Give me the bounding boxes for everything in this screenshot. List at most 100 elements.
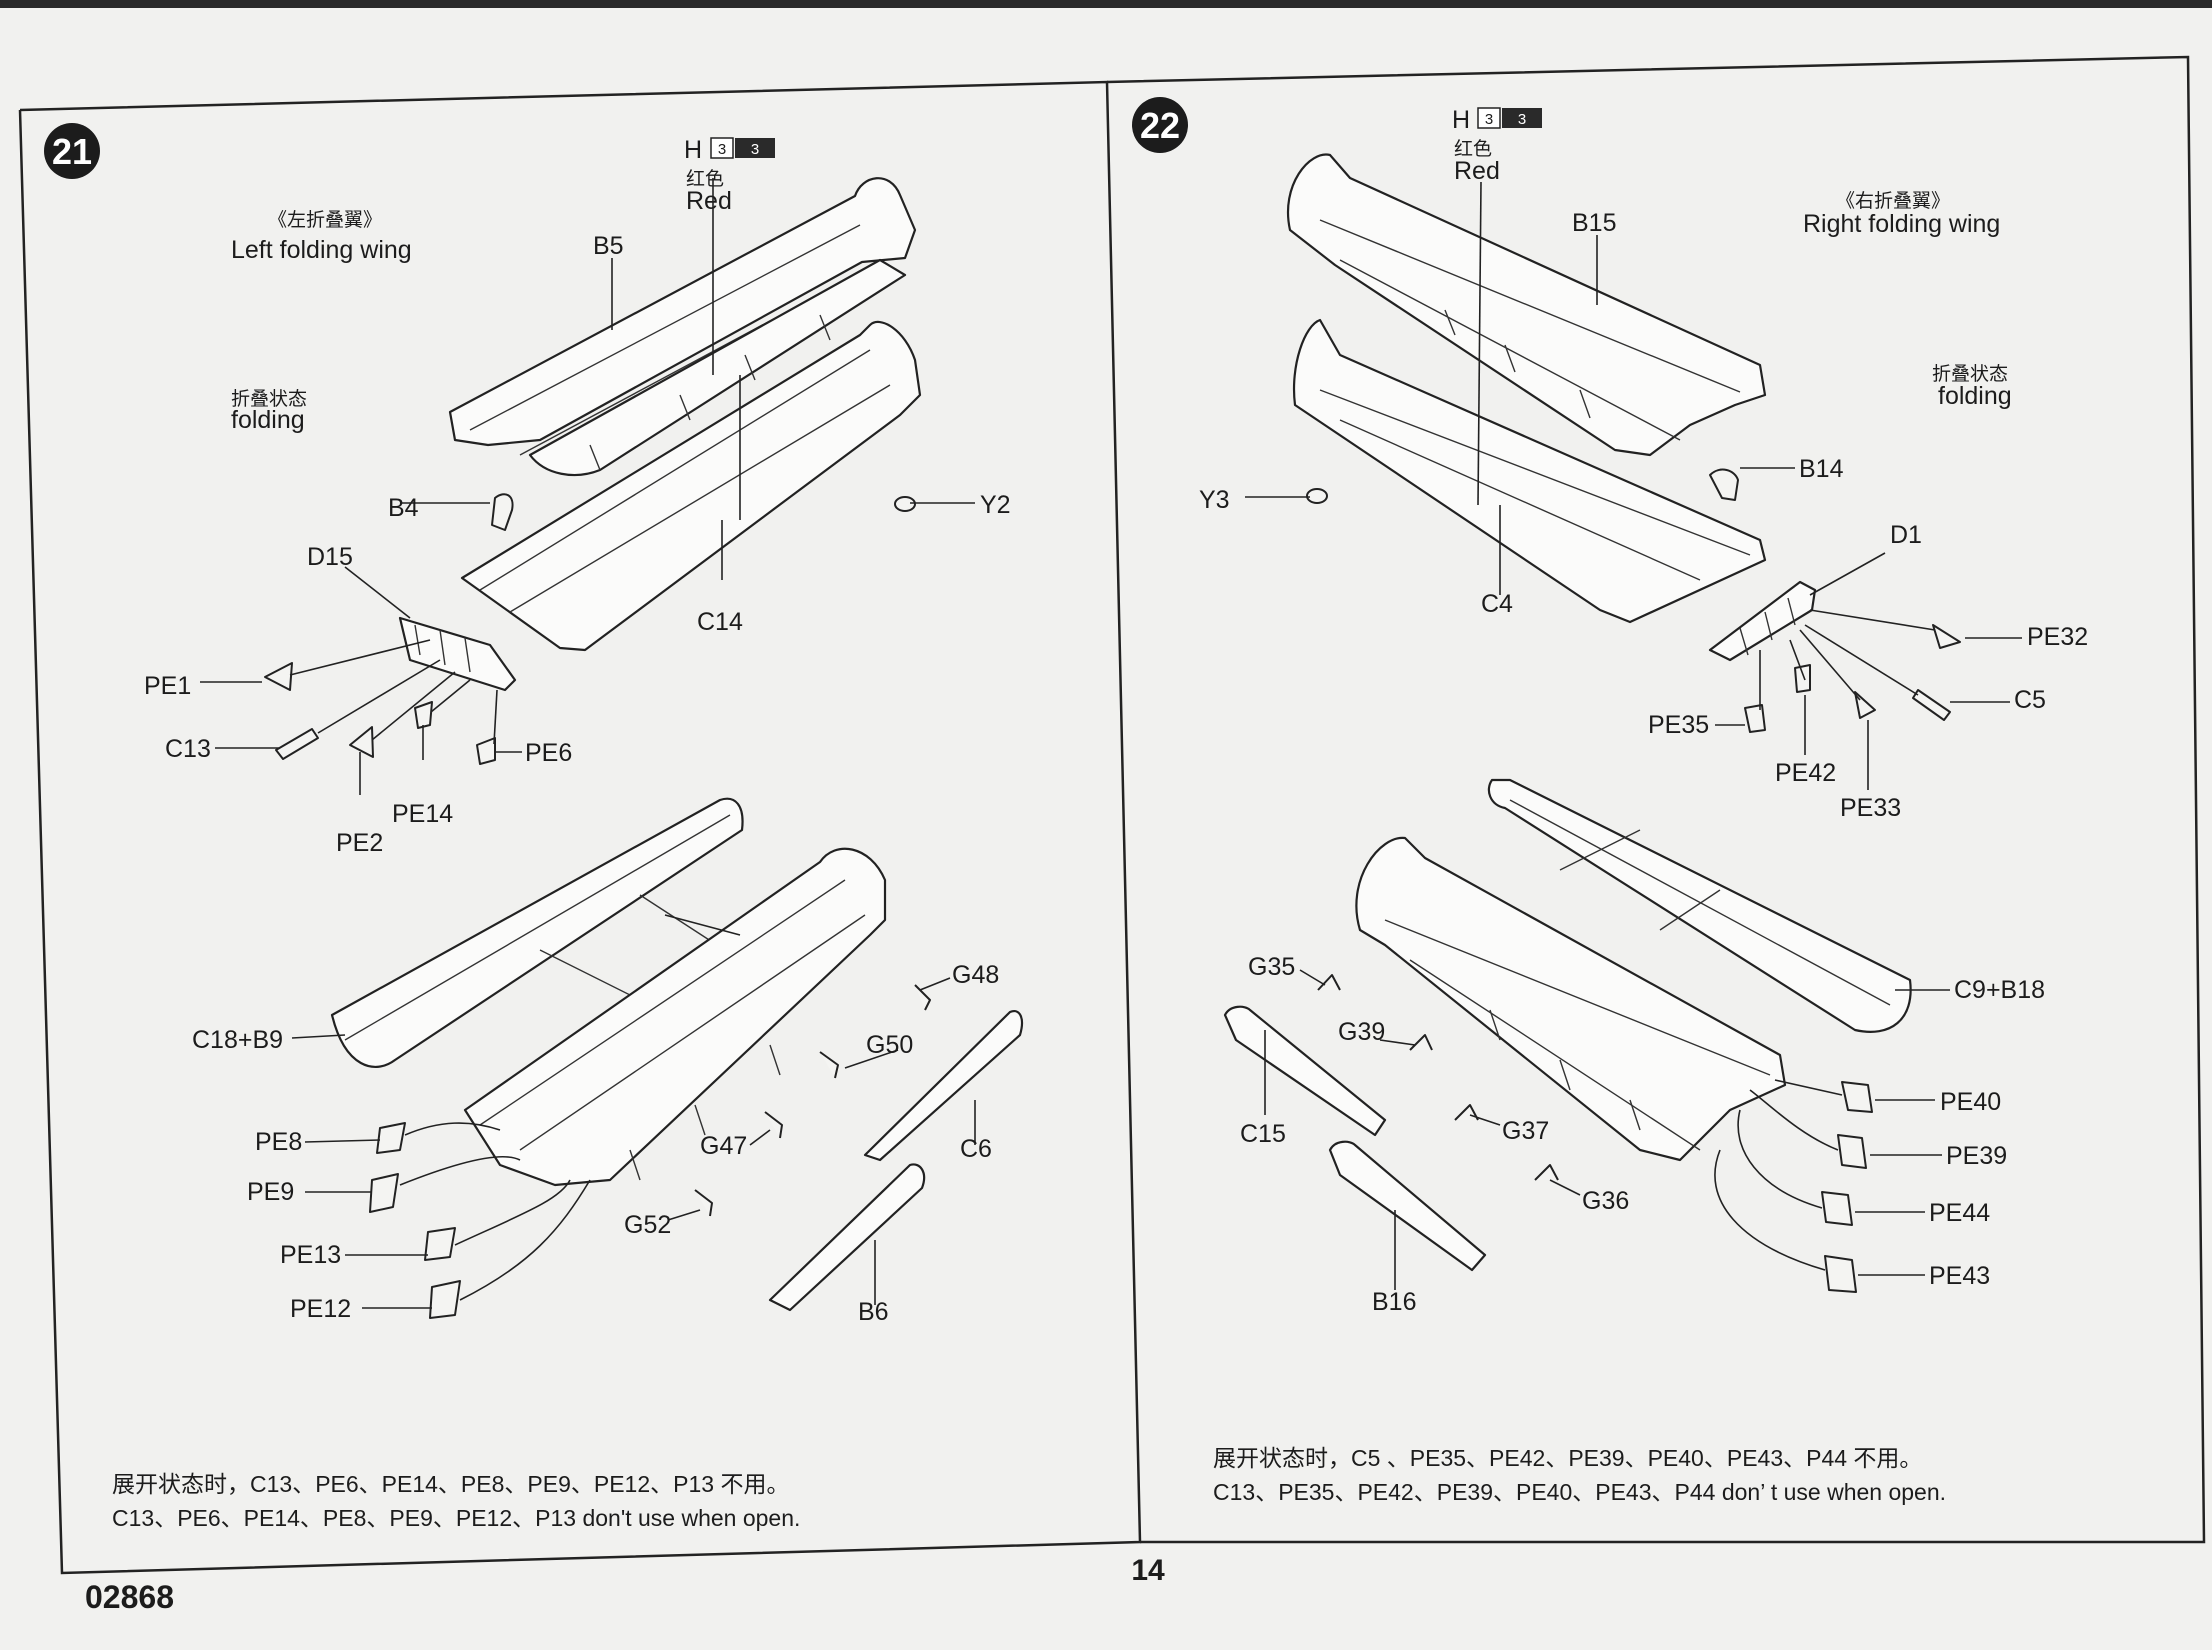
pe14-part — [414, 701, 433, 729]
leaders-lower-21 — [291, 914, 976, 1309]
part-label-pe8: PE8 — [255, 1128, 302, 1156]
pe8-part — [376, 1122, 406, 1154]
main-wing-lower-part — [463, 847, 887, 1187]
part-label-g47: G47 — [700, 1132, 747, 1160]
part-label-y2: Y2 — [980, 491, 1011, 519]
wingtip-insert-part-22 — [1708, 580, 1817, 662]
part-label-pe40: PE40 — [1940, 1088, 2001, 1116]
part-label-b16: B16 — [1372, 1288, 1416, 1316]
step-22-note-zh: 展开状态时，C5 、PE35、PE42、PE39、PE40、PE43、P44 不… — [1213, 1445, 1922, 1471]
pe6-part — [476, 737, 496, 765]
pe9-part — [369, 1173, 399, 1213]
part-label-g36: G36 — [1582, 1187, 1629, 1215]
part-label-c5: C5 — [2014, 686, 2046, 714]
part-label-b15: B15 — [1572, 209, 1616, 237]
step-21-note-en: C13、PE6、PE14、PE8、PE9、PE12、P13 don't use … — [112, 1505, 800, 1531]
wing-upper-part-22 — [1287, 153, 1767, 457]
part-label-y3: Y3 — [1199, 486, 1230, 514]
wingtip-insert-part — [398, 616, 517, 692]
y2-part — [894, 496, 916, 512]
part-label-c9-b18: C9+B18 — [1954, 976, 2045, 1004]
flap-b16-part — [1328, 1140, 1487, 1272]
part-label-pe35: PE35 — [1648, 711, 1709, 739]
part-label-c4: C4 — [1481, 590, 1513, 618]
paint-chip-light-22 — [1477, 107, 1501, 129]
wing-lower-part — [460, 320, 922, 652]
pe12-part — [429, 1280, 461, 1319]
pe13-part — [424, 1227, 456, 1261]
part-label-c18-b9: C18+B9 — [192, 1026, 283, 1054]
part-label-pe39: PE39 — [1946, 1142, 2007, 1170]
part-label-g48: G48 — [952, 961, 999, 989]
part-label-pe1: PE1 — [144, 672, 191, 700]
paint-code-letter: H — [684, 136, 702, 164]
c5-part — [1912, 689, 1951, 721]
pe33-part — [1854, 691, 1876, 719]
scan-top-edge — [0, 0, 2212, 8]
paint-chip-light — [710, 137, 734, 159]
part-label-pe6: PE6 — [525, 739, 572, 767]
pe39-part — [1837, 1134, 1867, 1169]
folding-state-zh: 折叠状态 — [231, 388, 307, 410]
step-22-panel: 22 H 3 3 红色 Red 《右折叠翼》 Right folding win… — [1132, 97, 2088, 1505]
wing-title-en: Left folding wing — [231, 236, 412, 264]
part-label-pe44: PE44 — [1929, 1199, 1990, 1227]
g50-part — [819, 1051, 839, 1079]
paint-code-letter-22: H — [1452, 106, 1470, 134]
g35-part — [1317, 974, 1341, 991]
pe1-part — [264, 662, 293, 691]
part-label-pe32: PE32 — [2027, 623, 2088, 651]
part-label-d15: D15 — [307, 543, 353, 571]
part-label-b6: B6 — [858, 1298, 889, 1326]
flap-c18-b9-part — [330, 797, 744, 1068]
paint-name-zh: 红色 — [686, 168, 724, 190]
part-label-pe14: PE14 — [392, 800, 453, 828]
g36-part — [1534, 1164, 1559, 1181]
frame — [18, 55, 2206, 1575]
paint-chip-dark-label-22: 3 — [1518, 111, 1526, 128]
b4-hinge-part — [491, 493, 514, 531]
part-label-pe13: PE13 — [280, 1241, 341, 1269]
step-22-note-en: C13、PE35、PE42、PE39、PE40、PE43、P44 don’ t … — [1213, 1479, 1946, 1505]
pe40-part — [1841, 1081, 1873, 1113]
pe42-part — [1794, 664, 1811, 693]
part-label-b4: B4 — [388, 494, 419, 522]
step-22-number: 22 — [1140, 105, 1180, 146]
step-22-badge — [1132, 97, 1188, 153]
wing-lower-part-22 — [1292, 318, 1767, 624]
g37-part — [1454, 1104, 1479, 1121]
part-label-pe2: PE2 — [336, 829, 383, 857]
part-label-g35: G35 — [1248, 953, 1295, 981]
part-label-g52: G52 — [624, 1211, 671, 1239]
wing-title-zh-22: 《右折叠翼》 — [1836, 190, 1950, 212]
page-number: 14 — [1131, 1554, 1165, 1587]
folding-state-zh-22: 折叠状态 — [1932, 363, 2008, 385]
y3-part — [1306, 488, 1328, 504]
part-label-pe9: PE9 — [247, 1178, 294, 1206]
part-label-b14: B14 — [1799, 455, 1844, 483]
wing-title-en-22: Right folding wing — [1803, 210, 2000, 238]
part-label-c14: C14 — [697, 608, 743, 636]
paint-chip-dark — [735, 138, 775, 158]
part-label-c13: C13 — [165, 735, 211, 763]
flap-b6-part — [768, 1163, 926, 1312]
part-label-b5: B5 — [593, 232, 624, 260]
g52-part — [694, 1189, 713, 1217]
step-21-note-zh: 展开状态时，C13、PE6、PE14、PE8、PE9、PE12、P13 不用。 — [112, 1471, 789, 1497]
wing-upper-part — [448, 177, 917, 477]
paint-name-en: Red — [686, 187, 732, 215]
leaders-upper-22 — [1245, 181, 2022, 790]
leaders-upper-21 — [200, 178, 975, 795]
part-label-pe42: PE42 — [1775, 759, 1836, 787]
part-label-pe33: PE33 — [1840, 794, 1901, 822]
folding-state-en: folding — [231, 406, 305, 434]
part-label-d1: D1 — [1890, 521, 1922, 549]
part-label-g37: G37 — [1502, 1117, 1549, 1145]
paint-name-en-22: Red — [1454, 157, 1500, 185]
pe32-part — [1932, 624, 1961, 649]
folding-state-en-22: folding — [1938, 382, 2012, 410]
paint-chip-dark-label: 3 — [751, 141, 759, 158]
flap-c9-b18-part — [1487, 778, 1912, 1033]
wing-title-zh: 《左折叠翼》 — [268, 209, 382, 231]
b14-hinge-part — [1709, 468, 1739, 501]
